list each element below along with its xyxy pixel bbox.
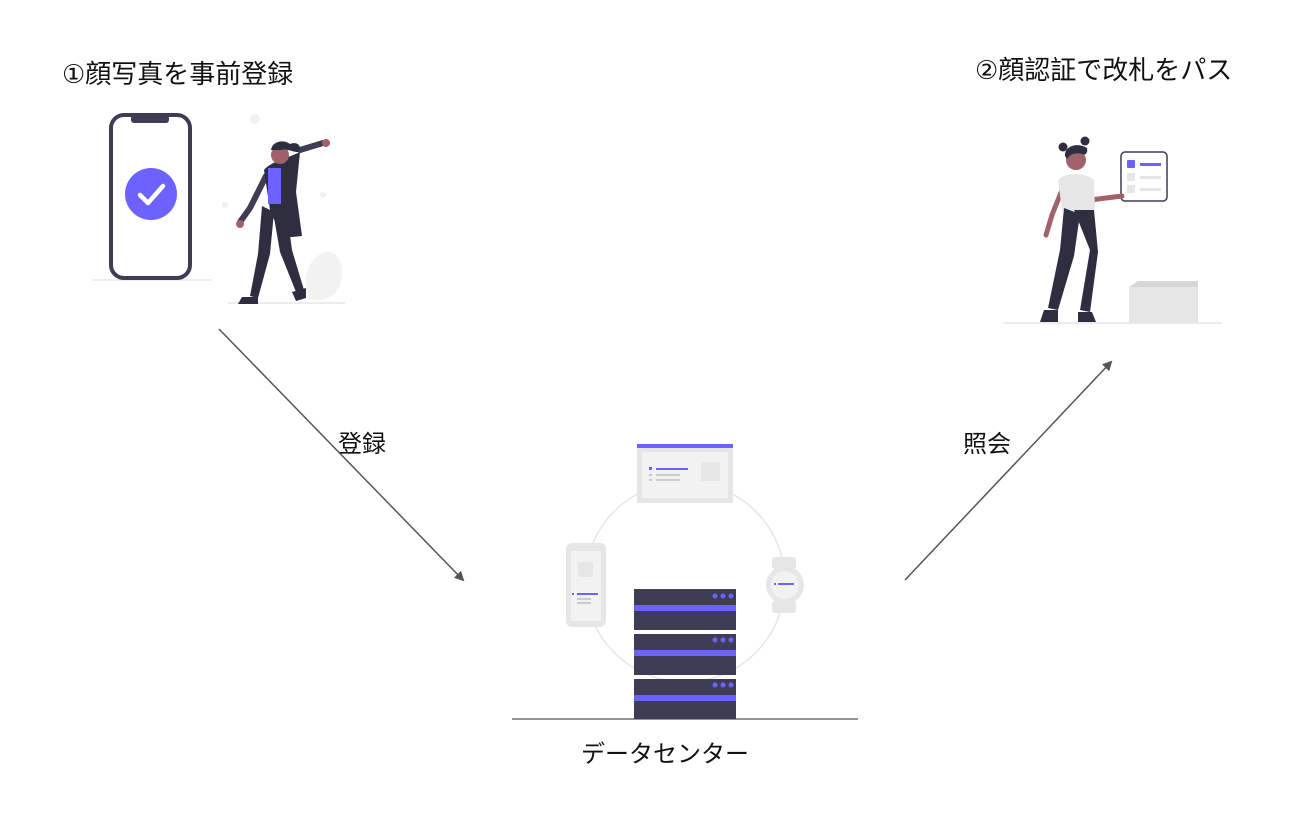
smartwatch-icon — [766, 557, 804, 613]
server-rack-icon — [634, 589, 736, 719]
datacenter-illustration — [512, 444, 858, 720]
query-arrow — [904, 360, 1113, 581]
woman-celebrating-illustration — [222, 114, 345, 304]
register-arrow — [218, 328, 465, 582]
query-arrow-label: 照会 — [963, 430, 1011, 458]
step1-title: ①顔写真を事前登録 — [62, 60, 294, 90]
smartphone-check-icon — [92, 113, 212, 281]
woman-checklist-illustration — [1003, 136, 1222, 324]
datacenter-label: データセンター — [581, 740, 749, 768]
browser-window-icon — [637, 444, 733, 503]
register-arrow-label: 登録 — [338, 430, 386, 458]
checklist-board-icon — [1120, 151, 1168, 202]
step2-title: ②顔認証で改札をパス — [975, 56, 1233, 86]
mobile-device-icon — [566, 543, 606, 627]
